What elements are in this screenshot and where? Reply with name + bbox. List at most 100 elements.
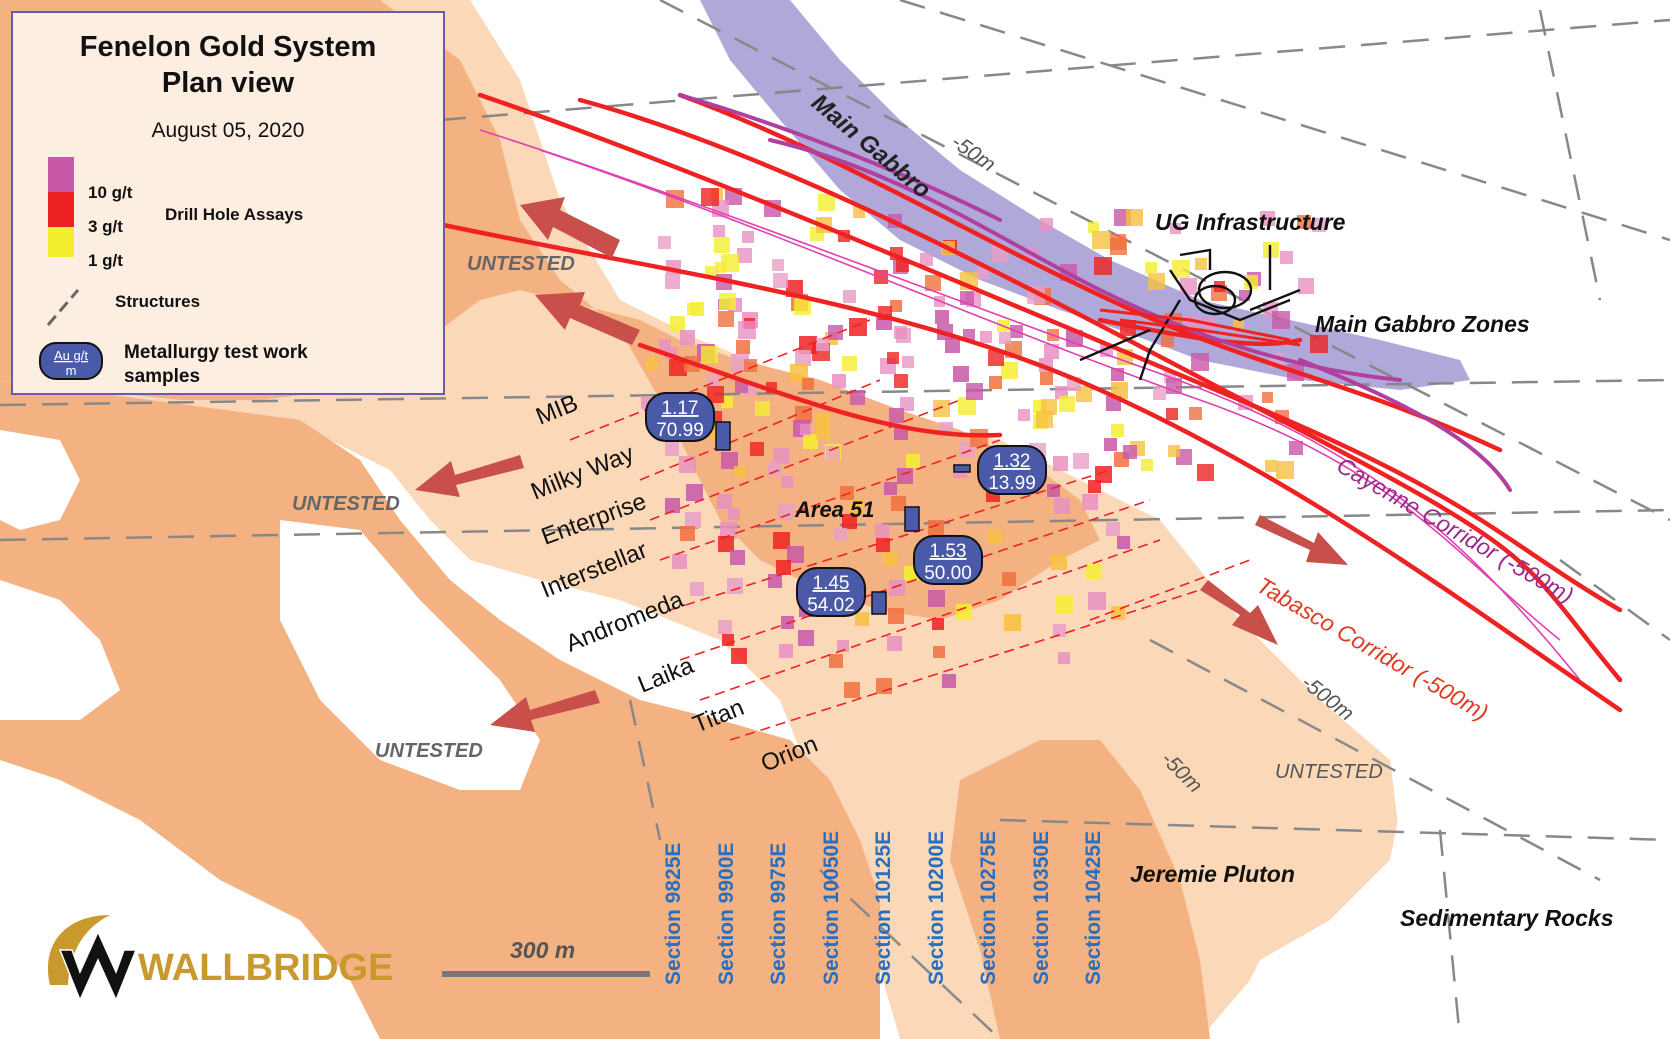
assay-square bbox=[1276, 461, 1294, 479]
assay-square bbox=[1161, 334, 1174, 347]
assay-square bbox=[843, 290, 856, 303]
legend-swatch-mid bbox=[48, 192, 74, 227]
assay-square bbox=[658, 236, 671, 249]
assay-square bbox=[742, 231, 754, 243]
assay-square bbox=[897, 468, 913, 484]
sample-length: 13.99 bbox=[988, 473, 1036, 494]
assay-square bbox=[738, 321, 756, 339]
assay-square bbox=[826, 446, 840, 460]
assay-square bbox=[718, 620, 732, 634]
assay-square bbox=[1166, 408, 1178, 420]
assay-square bbox=[842, 514, 857, 529]
legend-grade-high: 10 g/t bbox=[88, 183, 133, 202]
structure-line bbox=[1538, 9, 1602, 301]
assay-square bbox=[1310, 335, 1328, 353]
sample-grade: 1.45 bbox=[813, 573, 850, 594]
zone-lines bbox=[569, 319, 1251, 741]
zone-line-mib bbox=[569, 319, 871, 441]
assay-square bbox=[928, 590, 945, 607]
fault-line bbox=[417, 217, 1623, 713]
logo-w-icon bbox=[58, 930, 138, 1002]
legend-metallurgy-label: Metallurgy test work bbox=[124, 342, 308, 363]
assay-square bbox=[1088, 480, 1101, 493]
assay-square bbox=[1053, 456, 1068, 471]
zone-line-andromeda bbox=[669, 469, 1111, 611]
ug-drift bbox=[1179, 248, 1212, 270]
assay-square bbox=[1040, 218, 1053, 231]
thin-structure-line bbox=[479, 129, 1581, 681]
sample-grade: 1.17 bbox=[662, 398, 699, 419]
legend-badge-top: Au g/t bbox=[54, 348, 88, 363]
assay-square bbox=[849, 318, 867, 336]
assay-square bbox=[818, 194, 835, 211]
assay-square bbox=[1189, 407, 1202, 420]
section-label: Section 10350E bbox=[1030, 831, 1053, 985]
assay-square bbox=[665, 498, 680, 513]
assay-square bbox=[816, 425, 830, 439]
arrow-nw-2 bbox=[535, 292, 640, 345]
assay-square bbox=[686, 484, 703, 501]
pluton-area-lower bbox=[950, 740, 1210, 1039]
white-lens-2 bbox=[280, 520, 540, 790]
assay-square bbox=[727, 578, 743, 594]
assay-square bbox=[772, 259, 784, 271]
assay-square bbox=[790, 364, 808, 382]
untested-label: UNTESTED bbox=[467, 253, 575, 275]
assay-square bbox=[887, 352, 899, 364]
structure-line bbox=[1438, 829, 1462, 1039]
assay-square bbox=[1036, 411, 1053, 428]
assay-square bbox=[776, 560, 791, 575]
assay-square bbox=[679, 456, 696, 473]
assay-square bbox=[1170, 223, 1181, 234]
ug-drift bbox=[1169, 269, 1291, 322]
assay-square bbox=[1168, 445, 1180, 457]
jeremie-pluton-label: Jeremie Pluton bbox=[1130, 861, 1295, 887]
logo-text: WALLBRIDGE bbox=[138, 947, 393, 989]
legend-box bbox=[11, 11, 445, 395]
zone-line-laika bbox=[679, 499, 1151, 661]
assay-square bbox=[715, 262, 726, 273]
assay-square bbox=[800, 424, 811, 435]
sample-badge-2: 1.32 13.99 bbox=[977, 445, 1047, 495]
structure-line bbox=[0, 378, 1670, 407]
assay-square bbox=[755, 401, 770, 416]
ug-shaft bbox=[1249, 245, 1301, 312]
structure-line bbox=[1559, 558, 1670, 642]
assay-square bbox=[718, 311, 734, 327]
legend-title: Fenelon Gold System bbox=[80, 31, 377, 63]
assay-square bbox=[850, 500, 864, 514]
scale-bar: 300 m bbox=[442, 937, 650, 977]
assay-square bbox=[795, 350, 811, 366]
assay-square bbox=[1197, 464, 1214, 481]
assay-square bbox=[665, 442, 679, 456]
assay-square bbox=[1141, 459, 1153, 471]
sample-badges: 1.17 70.99 1.32 13.99 1.53 50.00 1.45 54… bbox=[645, 392, 1047, 617]
assay-square bbox=[933, 646, 945, 658]
assay-square bbox=[736, 340, 750, 354]
assay-square bbox=[781, 616, 794, 629]
assay-square bbox=[734, 466, 746, 478]
structure-line bbox=[999, 818, 1670, 842]
untested-label: UNTESTED bbox=[375, 740, 483, 762]
assay-square bbox=[889, 408, 904, 423]
assay-square bbox=[875, 524, 889, 538]
assay-square bbox=[966, 383, 983, 400]
structure-line bbox=[659, 0, 1670, 522]
assay-square bbox=[690, 582, 704, 596]
cayenne-line bbox=[1298, 358, 1512, 492]
assay-square bbox=[894, 326, 907, 339]
assay-square bbox=[1095, 466, 1112, 483]
assay-square bbox=[707, 386, 724, 403]
assay-square bbox=[1051, 554, 1067, 570]
assay-square bbox=[1110, 234, 1126, 250]
assay-square bbox=[1265, 460, 1277, 472]
assay-square bbox=[1088, 592, 1106, 610]
section-label: Section 10125E bbox=[872, 831, 895, 985]
assay-square bbox=[721, 452, 738, 469]
scale-bar-label: 300 m bbox=[510, 937, 575, 963]
assay-square bbox=[834, 528, 847, 541]
assay-square bbox=[714, 237, 730, 253]
assay-square bbox=[883, 552, 897, 566]
assay-square bbox=[999, 332, 1011, 344]
